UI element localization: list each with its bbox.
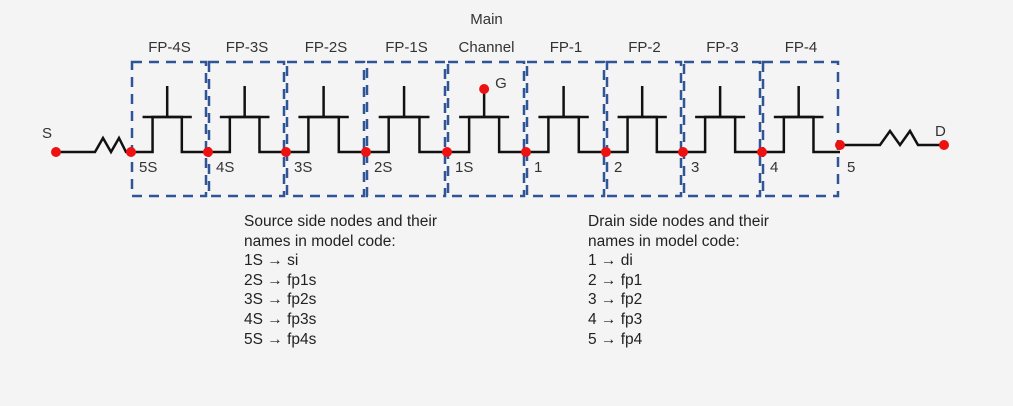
node-label: 2S — [374, 159, 392, 176]
resistor-drain-icon — [840, 128, 944, 148]
node-label: 1S — [455, 159, 473, 176]
transistor-channel — [366, 115, 447, 154]
source-terminal-node — [51, 147, 61, 157]
segment-box — [682, 60, 762, 198]
transistor-channel — [526, 115, 606, 154]
segment-box — [446, 60, 526, 198]
drain-notes-title-2: names in model code: — [588, 232, 740, 250]
segment-box — [605, 60, 683, 198]
node — [835, 140, 845, 150]
segment-label: FP-1 — [550, 39, 583, 56]
node — [126, 147, 136, 157]
transistor-channel — [606, 115, 683, 154]
segment-box — [285, 60, 366, 198]
segment-label: FP-3S — [226, 39, 269, 56]
transistor-channel — [762, 115, 840, 154]
node-label: 4S — [216, 159, 234, 176]
node-label: 3S — [294, 159, 312, 176]
source-notes: Source side nodes and their names in mod… — [244, 212, 437, 349]
transistor-channel — [286, 115, 366, 154]
node-label: 5S — [139, 159, 157, 176]
segment-box — [130, 60, 208, 198]
gate-label: G — [495, 75, 507, 92]
segment-box — [761, 60, 840, 198]
node-label: 1 — [534, 159, 542, 176]
source-notes-title-2: names in model code: — [244, 232, 396, 250]
drain-label: D — [935, 123, 946, 140]
node-label: 3 — [691, 159, 699, 176]
source-notes-title: Source side nodes and their — [244, 213, 438, 230]
drain-terminal-node — [939, 140, 949, 150]
source-label: S — [42, 125, 52, 142]
source-note-item: 5S → fp4s — [244, 330, 317, 348]
segment-box — [525, 60, 606, 198]
segment-label: FP-2 — [628, 39, 661, 56]
gate-terminal-node — [479, 84, 490, 94]
segment-label: FP-4S — [148, 39, 191, 56]
node — [521, 147, 531, 157]
node — [203, 147, 213, 157]
node — [601, 147, 611, 157]
segment-label: Channel — [459, 39, 515, 56]
source-note-item: 4S → fp3s — [244, 310, 317, 328]
segment-label: FP-1S — [385, 39, 428, 56]
node-label: 2 — [614, 159, 622, 176]
node-label: 5 — [847, 159, 855, 176]
drain-notes-title: Drain side nodes and their — [588, 213, 769, 230]
drain-note-item: 5 → fp4 — [588, 330, 643, 348]
transistor-channel — [447, 115, 526, 154]
node — [757, 147, 767, 157]
drain-note-item: 1 → di — [588, 252, 633, 270]
segment-label-line1: Main — [470, 11, 503, 28]
segment-label: FP-4 — [785, 39, 818, 56]
source-note-item: 3S → fp2s — [244, 291, 317, 309]
segment-label: FP-2S — [305, 39, 348, 56]
drain-note-item: 4 → fp3 — [588, 310, 643, 328]
transistor-channel — [683, 115, 762, 154]
transistor-channel — [208, 115, 286, 154]
segment-box — [207, 60, 286, 198]
node-label: 4 — [770, 159, 778, 176]
segment-box — [365, 60, 447, 198]
source-note-item: 1S → si — [244, 252, 299, 270]
node — [442, 147, 452, 157]
node — [361, 147, 371, 157]
segment-label: FP-3 — [706, 39, 739, 56]
node — [281, 147, 291, 157]
drain-note-item: 2 → fp1 — [588, 271, 643, 289]
resistor-source-icon — [84, 135, 131, 155]
drain-notes: Drain side nodes and their names in mode… — [588, 212, 769, 349]
transistor-channel — [131, 115, 208, 154]
node — [678, 147, 688, 157]
drain-note-item: 3 → fp2 — [588, 291, 643, 309]
source-note-item: 2S → fp1s — [244, 271, 317, 289]
